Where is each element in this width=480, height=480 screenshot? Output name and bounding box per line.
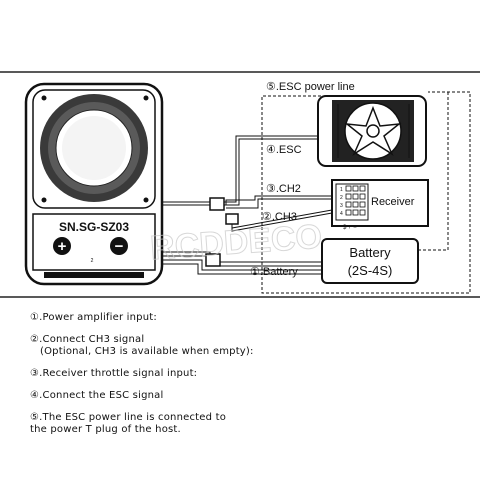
battery-connector-icon xyxy=(205,253,221,267)
legend-item-text: ④.Connect the ESC signal xyxy=(30,390,164,401)
svg-text:−: − xyxy=(115,238,124,255)
receiver-channel-1: 1 xyxy=(340,187,343,193)
minus-terminal-icon: − xyxy=(110,237,128,255)
esc-connector-icon xyxy=(209,197,225,211)
receiver-channel-2: 2 xyxy=(340,195,343,201)
mount-hole-icon xyxy=(143,95,149,101)
legend-item-text: ③.Receiver throttle signal input: xyxy=(30,368,198,379)
mount-hole-icon xyxy=(41,197,47,203)
esc-power-line-dashed xyxy=(261,91,471,294)
sound-module: SN.SG-SZ03 + − 2 xyxy=(24,82,164,286)
signal-wires xyxy=(162,135,333,275)
mount-hole-icon xyxy=(41,95,47,101)
legend-list: ①.Power amplifier input: ②.Connect CH3 s… xyxy=(30,312,470,446)
esc-to-battery-dashed xyxy=(418,92,449,251)
receiver-unit: 1 2 3 4 $ + − Receiver xyxy=(331,179,429,231)
svg-text:+: + xyxy=(58,238,67,255)
ch3-connector-icon xyxy=(225,213,239,225)
wiring-diagram: SN.SG-SZ03 + − 2 1 2 3 4 xyxy=(0,71,480,298)
small-mark: 2 xyxy=(91,258,94,264)
label-battery-port: ①.Battery xyxy=(250,266,298,278)
receiver-pin-grid-icon xyxy=(345,185,366,216)
watermark: RCDDECO xyxy=(149,218,323,268)
mount-hole-icon xyxy=(143,197,149,203)
label-ch2: ③.CH2 xyxy=(266,183,301,195)
legend-item: ②.Connect CH3 signal (Optional, CH3 is a… xyxy=(30,334,470,358)
legend-item: ①.Power amplifier input: xyxy=(30,312,470,324)
legend-item: ④.Connect the ESC signal xyxy=(30,390,470,402)
legend-item: ③.Receiver throttle signal input: xyxy=(30,368,470,380)
legend-item-text: ②.Connect CH3 signal xyxy=(30,334,145,345)
esc-unit xyxy=(317,95,427,167)
speaker-icon xyxy=(40,94,148,202)
legend-item-text: ⑤.The ESC power line is connected to xyxy=(30,412,227,423)
legend-item-continuation: the power T plug of the host. xyxy=(30,424,181,435)
plus-terminal-icon: + xyxy=(53,237,71,255)
legend-item-text: ①.Power amplifier input: xyxy=(30,312,157,323)
receiver-pins-label: $ + − xyxy=(343,225,357,231)
receiver-channel-4: 4 xyxy=(340,211,343,217)
label-ch3: ②.CH3 xyxy=(262,211,297,223)
receiver-channel-3: 3 xyxy=(340,203,343,209)
battery-unit: Battery (2S-4S) xyxy=(321,238,419,284)
label-esc-power-line: ⑤.ESC power line xyxy=(266,81,355,93)
receiver-label: Receiver xyxy=(371,196,415,208)
label-esc: ④.ESC xyxy=(266,144,302,156)
legend-item-note: (Optional, CH3 is available when empty): xyxy=(40,346,254,357)
battery-spec: (2S-4S) xyxy=(348,263,393,278)
battery-label: Battery xyxy=(349,245,391,260)
legend-item: ⑤.The ESC power line is connected to the… xyxy=(30,412,470,436)
model-label: SN.SG-SZ03 xyxy=(59,220,129,234)
